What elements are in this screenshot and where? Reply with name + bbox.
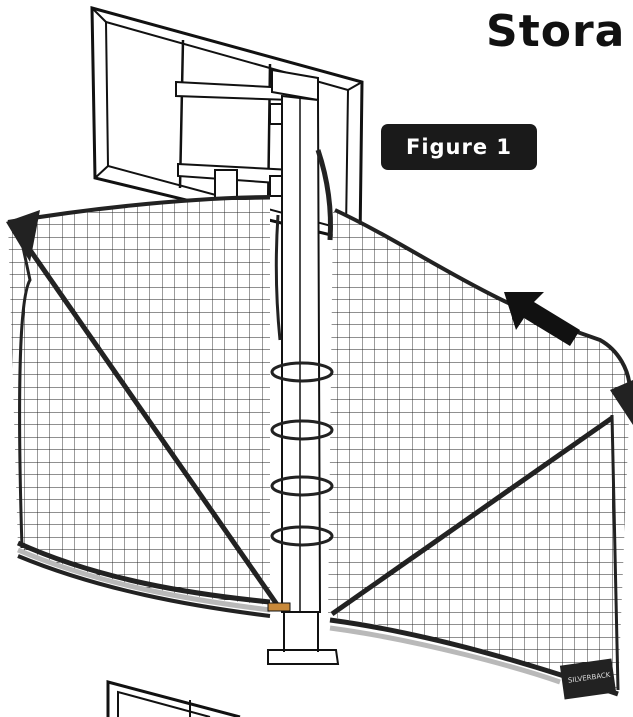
page-title: Stora [486,6,626,57]
next-figure-fragment [106,680,241,717]
figure-label-badge: Figure 1 [381,124,537,170]
mounting-bracket [175,68,319,199]
pole [267,94,340,665]
arrow-up-left-icon [504,292,580,346]
net-panel-right: SILVERBACK [328,208,633,700]
net-panel-left [6,195,281,618]
